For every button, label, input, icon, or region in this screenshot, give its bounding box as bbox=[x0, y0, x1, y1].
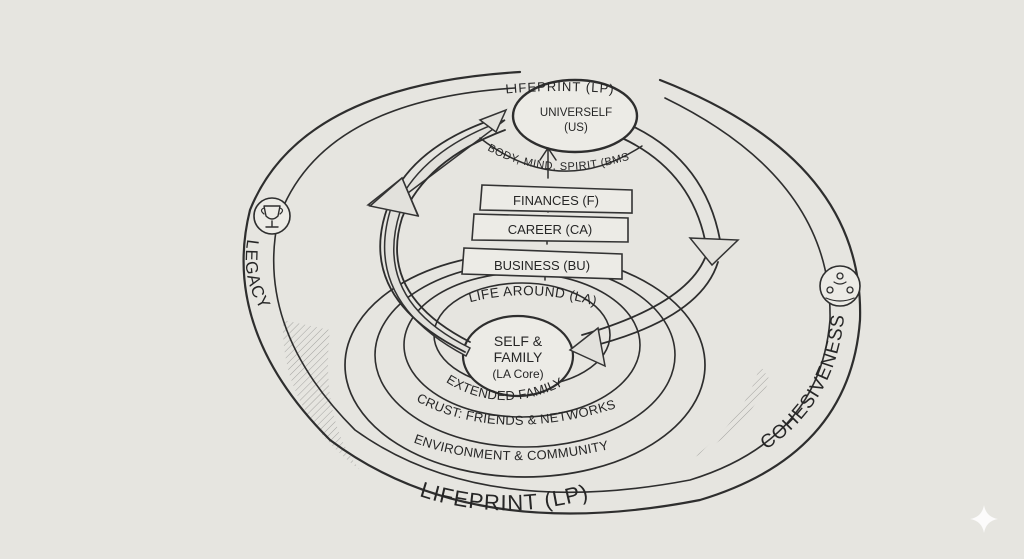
stack-career-box: CAREER (CA) bbox=[471, 213, 629, 243]
arrowhead-core bbox=[568, 326, 606, 368]
arrowhead-right bbox=[688, 237, 740, 267]
stack-finances-box: FINANCES (F) bbox=[479, 184, 633, 214]
core-label-line2: FAMILY bbox=[494, 349, 543, 365]
trophy-icon bbox=[253, 197, 291, 235]
cohesiveness-label: COHESIVENESS bbox=[757, 313, 850, 454]
cycle-arrow-right-outline bbox=[629, 124, 721, 241]
people-circle-icon bbox=[819, 265, 861, 307]
shading-left bbox=[282, 320, 360, 470]
stack-business-box: BUSINESS (BU) bbox=[461, 247, 623, 280]
stack-business-label: BUSINESS (BU) bbox=[494, 258, 590, 273]
cycle-arrow-left-outline bbox=[379, 117, 498, 353]
arrow-up-bms bbox=[539, 147, 557, 179]
univerself-abbr: (US) bbox=[564, 122, 588, 134]
life-around-label: LIFE AROUND (LA) bbox=[467, 283, 599, 309]
outer-ring-line bbox=[242, 70, 862, 515]
core-circle bbox=[461, 314, 575, 398]
core-label-line3: (LA Core) bbox=[492, 367, 543, 381]
legacy-label: LEGACY bbox=[242, 239, 275, 313]
arrowhead-left-top bbox=[368, 176, 420, 218]
sparkle-icon bbox=[970, 505, 998, 533]
arrowhead-top-left bbox=[478, 108, 508, 134]
stack-finances-label: FINANCES (F) bbox=[513, 193, 599, 208]
univerself-circle bbox=[511, 78, 639, 154]
outer-bottom-label: LIFEPRINT (LP) bbox=[417, 477, 591, 516]
univerself-label: UNIVERSELF bbox=[540, 107, 612, 119]
outer-top-label: LIFEPRINT (LP) bbox=[505, 79, 615, 97]
shading-right bbox=[690, 365, 770, 460]
bms-band bbox=[479, 137, 643, 172]
core-label-line1: SELF & bbox=[494, 333, 543, 349]
stack-career-label: CAREER (CA) bbox=[508, 222, 593, 237]
